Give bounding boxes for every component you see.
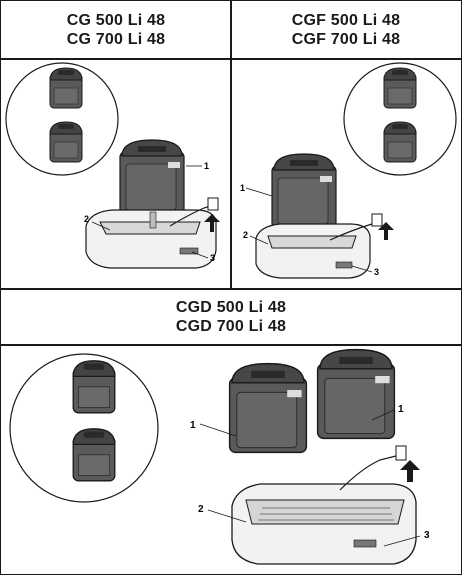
cgd-battery-left — [228, 362, 308, 454]
heading-cgf-line2: CGF 700 Li 48 — [291, 31, 401, 48]
heading-cgf-line1: CGF 500 Li 48 — [291, 12, 401, 29]
illustration-cg — [0, 58, 232, 290]
cg-charger — [85, 209, 217, 269]
cgf-battery — [271, 153, 337, 229]
cgd-zoom-circle — [9, 353, 159, 503]
cg-power-cable — [169, 197, 220, 232]
cgf-callout-2: 2 — [243, 230, 248, 240]
cgd-callout-1-right: 1 — [398, 404, 404, 415]
heading-cg: CG 500 Li 48 CG 700 Li 48 — [0, 0, 232, 60]
cg-callout-1: 1 — [204, 161, 209, 171]
heading-cg-line2: CG 700 Li 48 — [66, 31, 166, 48]
cgd-power-cable — [339, 445, 420, 491]
cgd-callout-1-left: 1 — [190, 420, 196, 431]
cg-zoom-circle — [5, 62, 119, 176]
cgf-callout-1: 1 — [240, 183, 245, 193]
cgf-power-cable — [329, 213, 394, 241]
cg-insert-arrows — [149, 211, 157, 229]
cg-callouts: 1 2 3 — [84, 161, 215, 263]
cgf-callouts: 1 2 3 — [240, 183, 379, 277]
cg-battery — [119, 139, 185, 215]
cgd-charger — [231, 483, 417, 565]
heading-cgd-line1: CGD 500 Li 48 — [175, 299, 287, 316]
cgf-charger — [255, 223, 371, 279]
cg-callout-2: 2 — [84, 214, 89, 224]
heading-cgd-line2: CGD 700 Li 48 — [175, 318, 287, 335]
cgd-callout-3: 3 — [424, 530, 430, 541]
cgf-callout-3: 3 — [374, 267, 379, 277]
cgd-battery-right — [316, 348, 396, 440]
cgd-callout-2: 2 — [198, 504, 204, 515]
cg-callout-3: 3 — [210, 253, 215, 263]
cgd-callouts: 1 1 2 3 — [190, 404, 430, 547]
heading-cg-line1: CG 500 Li 48 — [66, 12, 166, 29]
cgf-zoom-circle — [343, 62, 457, 176]
